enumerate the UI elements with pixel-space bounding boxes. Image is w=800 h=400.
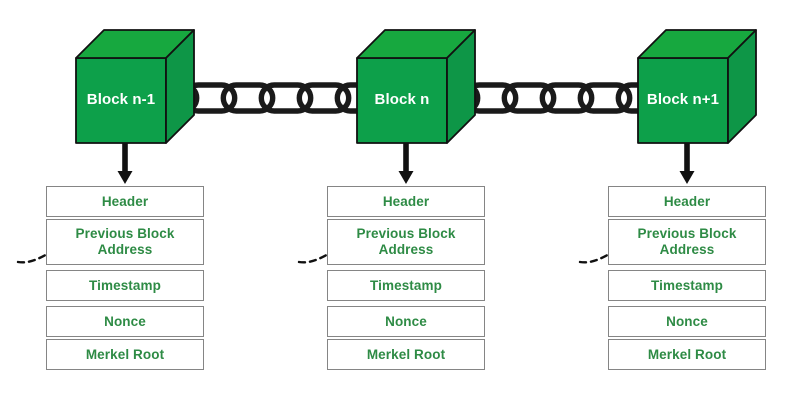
field-label-header: Header [663, 193, 711, 209]
field-label-merkel-root: Merkel Root [647, 346, 727, 362]
field-label-nonce: Nonce [385, 313, 427, 329]
chain-link [258, 82, 314, 114]
cube-label-block-n-minus-1: Block n-1 [86, 90, 156, 108]
cube-front-face [356, 57, 448, 144]
field-label-timestamp: Timestamp [89, 277, 161, 293]
cube-label-block-n-plus-1: Block n+1 [646, 90, 720, 108]
field-box-timestamp-block-n-plus-1: Timestamp [608, 270, 766, 301]
field-label-merkel-root: Merkel Root [85, 346, 165, 362]
field-label-header: Header [101, 193, 149, 209]
arrow-head [679, 171, 695, 184]
field-label-merkel-root: Merkel Root [366, 346, 446, 362]
chain-link [220, 82, 276, 114]
chain-link [577, 82, 633, 114]
field-label-previous-block-address: Previous Block Address [356, 226, 456, 257]
cube-side-face [727, 29, 757, 144]
arrow-head [398, 171, 414, 184]
arrow-head [117, 171, 133, 184]
cube-label-block-n: Block n [374, 90, 430, 108]
chain-block-n-to-block-n-plus-1 [425, 82, 671, 114]
field-label-nonce: Nonce [104, 313, 146, 329]
field-box-previous-block-address-block-n-minus-1: Previous Block Address [46, 219, 204, 265]
field-label-timestamp: Timestamp [370, 277, 442, 293]
chain-link [296, 82, 352, 114]
cube-side-face [446, 29, 476, 144]
cube-block-n-minus-1 [75, 29, 195, 144]
field-box-timestamp-block-n-minus-1: Timestamp [46, 270, 204, 301]
field-box-nonce-block-n-minus-1: Nonce [46, 306, 204, 337]
chain-link [501, 82, 557, 114]
chain-link [539, 82, 595, 114]
block-to-header-arrow-block-n-minus-1 [117, 143, 133, 184]
field-label-previous-block-address: Previous Block Address [637, 226, 737, 257]
cube-block-n [356, 29, 476, 144]
field-box-previous-block-address-block-n-plus-1: Previous Block Address [608, 219, 766, 265]
field-box-merkel-root-block-n: Merkel Root [327, 339, 485, 370]
cube-side-face [165, 29, 195, 144]
field-box-header-block-n-plus-1: Header [608, 186, 766, 217]
cube-block-n-plus-1 [637, 29, 757, 144]
field-label-nonce: Nonce [666, 313, 708, 329]
field-box-previous-block-address-block-n: Previous Block Address [327, 219, 485, 265]
field-box-nonce-block-n-plus-1: Nonce [608, 306, 766, 337]
block-to-header-arrow-block-n-plus-1 [679, 143, 695, 184]
block-to-header-arrow-block-n [398, 143, 414, 184]
field-box-nonce-block-n: Nonce [327, 306, 485, 337]
field-box-header-block-n-minus-1: Header [46, 186, 204, 217]
field-label-timestamp: Timestamp [651, 277, 723, 293]
field-box-header-block-n: Header [327, 186, 485, 217]
field-box-merkel-root-block-n-minus-1: Merkel Root [46, 339, 204, 370]
field-label-previous-block-address: Previous Block Address [75, 226, 175, 257]
cube-front-face [75, 57, 167, 144]
field-box-merkel-root-block-n-plus-1: Merkel Root [608, 339, 766, 370]
field-label-header: Header [382, 193, 430, 209]
field-box-timestamp-block-n: Timestamp [327, 270, 485, 301]
